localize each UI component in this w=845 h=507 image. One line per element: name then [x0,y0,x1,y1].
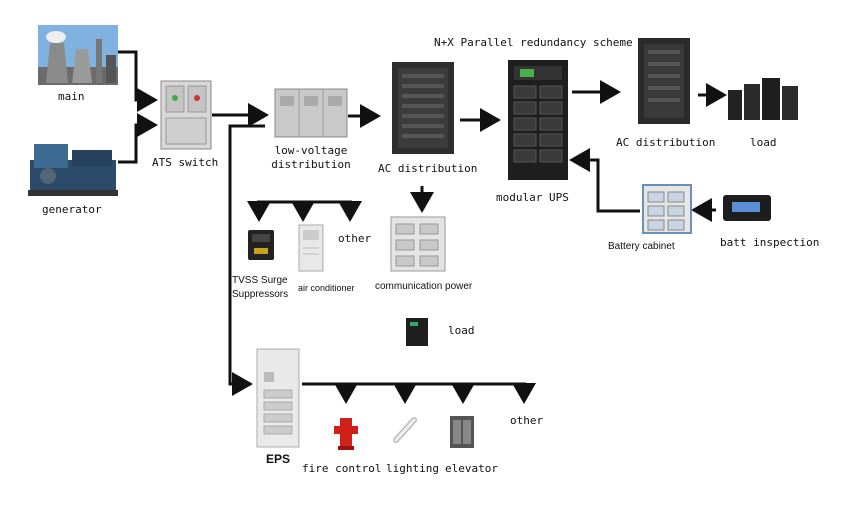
elevator-label: elevator [445,462,498,475]
fire-pump-image [332,414,360,452]
modular-ups-image [506,58,570,182]
lv-label-1: low-voltage [274,144,348,157]
ups-label: modular UPS [496,191,569,204]
generator-label: generator [42,203,102,216]
eps-label: EPS [266,452,291,466]
other-eps-label: other [510,414,544,427]
communication-power-image [390,216,446,272]
low-voltage-panel-image [274,88,348,138]
ats-switch-image [160,80,212,150]
ac-dist-mid-label: AC distribution [378,162,478,175]
air-conditioner-label: air conditioner [298,283,355,293]
lighting-label: lighting [386,462,439,475]
fire-control-label: fire control [302,462,382,475]
load-right-label: load [750,136,777,149]
diagram-title: N+X Parallel redundancy scheme [434,36,633,49]
load-mid-image [404,316,430,348]
generator-image [28,138,118,200]
server-load-image [726,76,800,122]
ac-distribution-right-image [636,36,692,126]
eps-cabinet-image [256,348,300,448]
tvss-label-2: Suppressors [232,289,289,300]
battery-inspection-device-image [722,194,772,222]
power-plant-image [38,25,118,85]
ac-distribution-cabinet-image [390,60,456,156]
lv-label-2: distribution [271,158,351,171]
tvss-device-image [246,228,276,262]
battery-cabinet-image [642,184,692,234]
ats-label: ATS switch [152,156,219,169]
batt-inspection-label: batt inspection [720,236,820,249]
load-mid-label: load [448,324,475,337]
air-conditioner-image [298,224,324,272]
generator-to-ats-arrow [118,113,158,164]
tvss-label-1: TVSS Surge [232,275,288,286]
battery-to-ups-arrow [569,148,640,213]
main-to-ats-arrow [118,50,158,112]
elevator-image [448,414,476,450]
battery-label: Battery cabinet [608,241,675,252]
other-lv-label: other [338,232,372,245]
main-label: main [58,90,85,103]
lighting-image [392,414,420,444]
ats-to-eps-arrow [228,124,265,396]
comm-power-label: communication power [375,281,473,292]
ac-dist-right-label: AC distribution [616,136,716,149]
